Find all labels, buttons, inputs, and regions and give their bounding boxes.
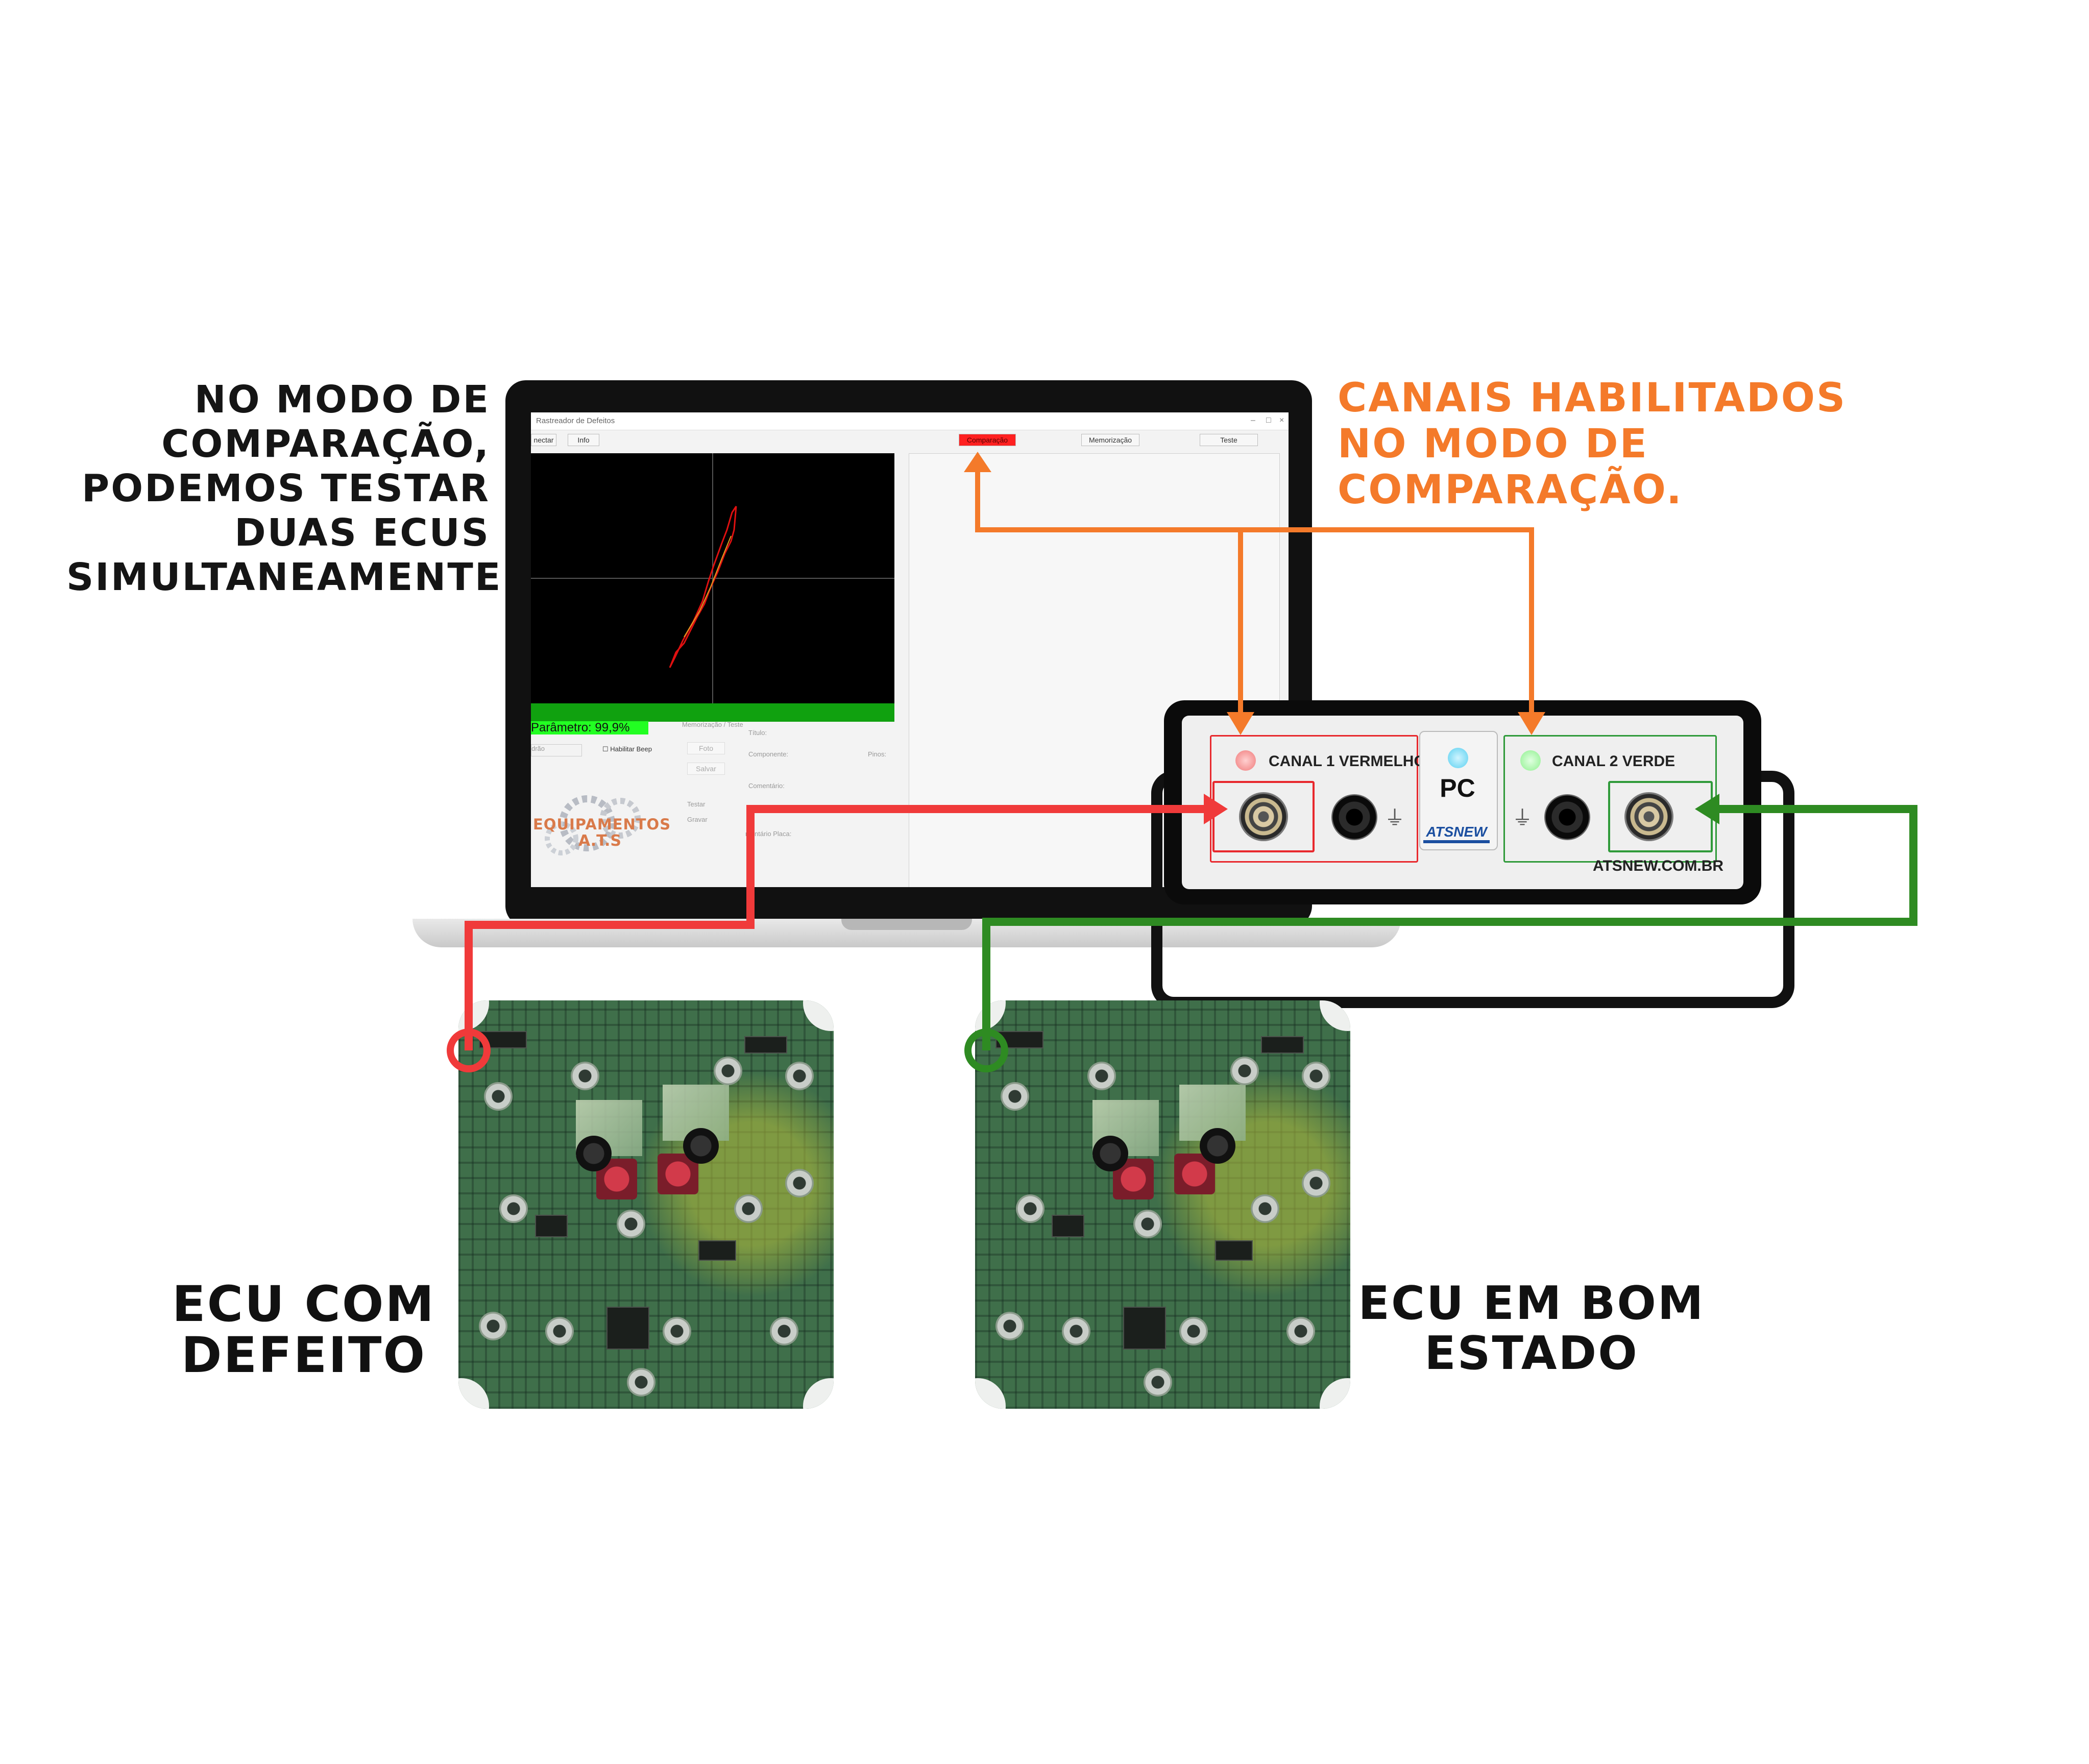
section-title: Memorização / Teste [682,721,743,728]
oscilloscope-display [531,453,894,703]
green-wire [982,805,1917,1050]
pc-label: PC [1440,774,1475,802]
component-field: Componente: [748,750,789,758]
laptop-notch [841,919,972,930]
beep-checkbox[interactable]: ☐ Habilitar Beep [602,745,652,753]
arrowhead-icon [964,452,991,472]
title-field: Título: [748,729,767,737]
laptop-screen: Rastreador de Defeitos – □ × nectar Info… [531,412,1289,887]
good-ecu-label: ECU EM BOM ESTADO [1358,1277,1705,1380]
info-button[interactable]: Info [568,434,599,446]
faulty-ecu-board [458,1000,834,1409]
photo-button[interactable]: Foto [687,742,725,754]
window-title: Rastreador de Defeitos [536,416,615,425]
pins-field: Pinos: [868,750,887,758]
channel2-label: CANAL 2 VERDE [1552,753,1675,770]
memorization-button[interactable]: Memorização [1081,434,1139,446]
channel2-bnc-connector[interactable] [1624,792,1673,841]
channel2-ground-jack[interactable] [1544,794,1590,840]
record-select[interactable]: Gravar [687,816,708,823]
pc-led [1448,748,1468,768]
test-select[interactable]: Testar [687,800,706,808]
channel2-led [1520,750,1541,771]
minimize-icon[interactable]: – [1251,416,1255,425]
ground-icon: ⏚ [1384,807,1405,829]
gears-logo [531,788,669,864]
website-label: ATSNEW.COM.BR [1593,857,1724,874]
channel1-bnc-connector[interactable] [1239,792,1288,841]
arrowhead-icon [1227,712,1254,735]
mode-dropdown[interactable]: drão [531,744,582,756]
channel1-ground-jack[interactable] [1331,794,1377,840]
red-wire [465,805,1207,1050]
connect-button[interactable]: nectar [531,434,556,446]
ground-icon: ⏚ [1512,807,1533,829]
good-ecu-board [975,1000,1350,1409]
channel1-label: CANAL 1 VERMELHO [1269,753,1426,770]
orange-arrow-to-comparison [975,467,1241,532]
brand-logo: ATSNEW [1423,824,1490,843]
beep-checkbox-label: Habilitar Beep [610,745,652,753]
good-probe-point [964,1028,1008,1072]
test-button[interactable]: Teste [1200,434,1258,446]
comparison-button[interactable]: Comparação [959,434,1016,446]
arrowhead-icon [1518,712,1545,735]
logo-subtext: A.T.S [578,832,622,850]
faulty-ecu-label: ECU COM DEFEITO [172,1276,435,1384]
logo-text: EQUIPAMENTOS [533,816,671,833]
right-annotation: CANAIS HABILITADOS NO MODO DE COMPARAÇÃO… [1338,375,1847,513]
faulty-probe-point [447,1028,491,1072]
channel1-led [1235,750,1256,771]
parameter-readout: Parâmetro: 99,9% [531,721,648,734]
window-titlebar: Rastreador de Defeitos – □ × [531,412,1289,430]
close-icon[interactable]: × [1279,416,1284,425]
save-button[interactable]: Salvar [687,763,725,775]
comment-field: Comentário: [748,782,785,790]
left-annotation: NO MODO DE COMPARAÇÃO, PODEMOS TESTAR DU… [66,378,518,599]
arrowhead-icon [1204,794,1228,824]
board-comment-field: mentário Placa: [745,830,792,838]
orange-arrow-to-channel2 [1241,527,1534,715]
arrowhead-icon [1695,794,1719,824]
maximize-icon[interactable]: □ [1266,416,1271,425]
mode-dropdown-value: drão [531,745,545,752]
vi-curve [531,453,894,703]
status-bar [531,703,894,722]
